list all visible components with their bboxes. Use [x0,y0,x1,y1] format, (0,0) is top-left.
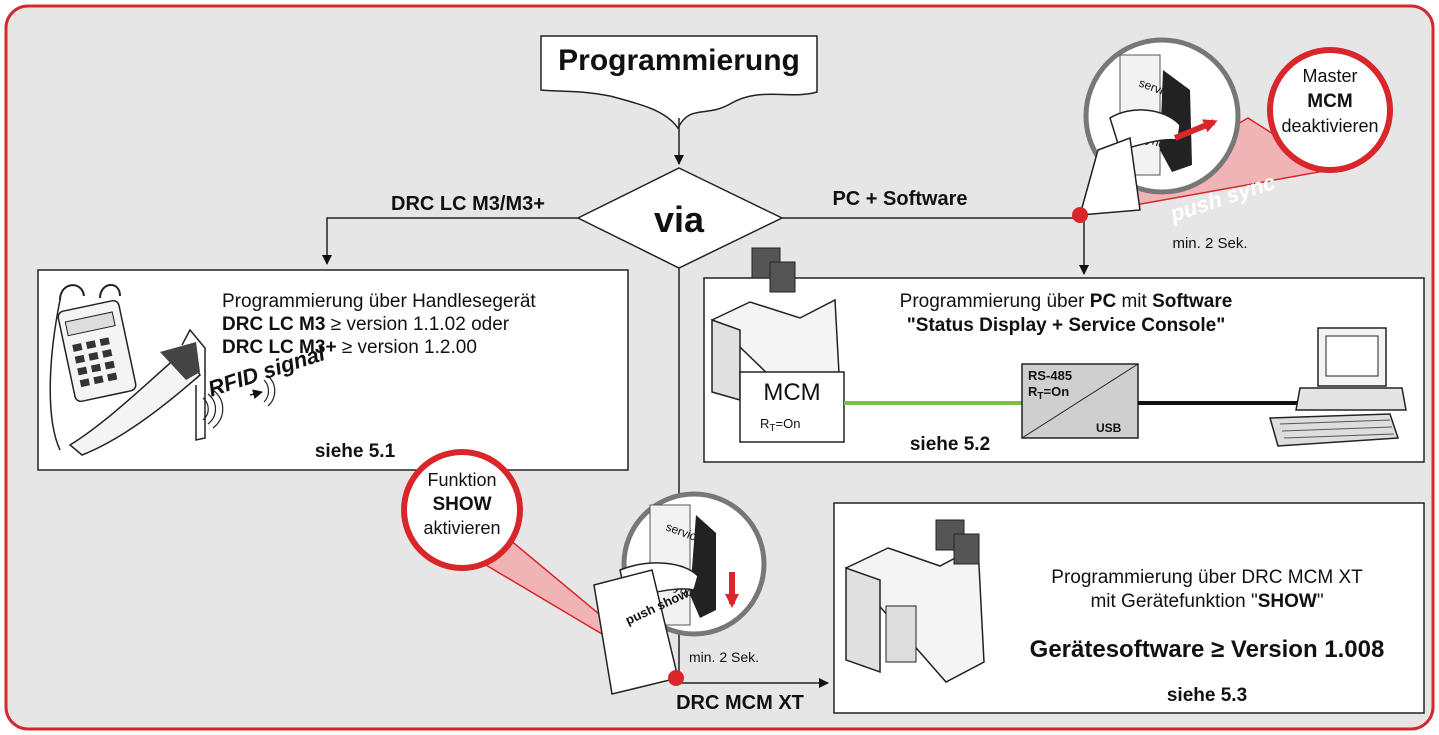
svg-text:SHOW: SHOW [432,494,491,515]
push-show-hold-time: min. 2 Sek. [689,649,759,665]
title-text: Programmierung [558,44,800,77]
handheld-reader-icon [49,284,276,456]
push-sync-group: service sync push sync Master MCM deakti… [1072,37,1393,252]
pc-line-2: "Status Display + Service Console" [907,315,1225,336]
show-line-2: mit Gerätefunktion "SHOW" [1090,591,1323,612]
mcm-label: MCM [763,379,820,406]
box-handheld: RFID signal Programmierung über Handlese… [37,269,629,471]
svg-text:deaktivieren: deaktivieren [1281,116,1378,136]
handheld-ref: siehe 5.1 [315,441,396,462]
svg-text:USB: USB [1096,421,1122,435]
mcm-xt-device-icon [844,519,985,683]
handheld-line-1: Programmierung über Handlesegerät [222,291,536,312]
svg-text:RT=On: RT=On [1028,384,1069,402]
branch-right-label: PC + Software [832,188,967,210]
arrow-right-icon [1173,119,1218,141]
branch-bottom-label: DRC MCM XT [676,692,804,714]
svg-text:aktivieren: aktivieren [423,518,500,538]
push-show-info-circle [401,449,523,571]
pc-ref: siehe 5.2 [910,434,990,455]
show-line-1: Programmierung über DRC MCM XT [1051,567,1363,588]
pc-line-1: Programmierung über PC mit Software [900,291,1233,312]
push-sync-dot [1072,207,1088,223]
push-show-dot [668,670,684,686]
push-sync-info-circle [1267,47,1393,173]
title-shape: Programmierung [540,35,818,130]
handheld-line-3: DRC LC M3+ ≥ version 1.2.00 [222,337,477,358]
mcm-device-icon [710,247,845,443]
decision-diamond: via [576,167,784,269]
show-ref: siehe 5.3 [1167,685,1247,706]
handheld-line-2: DRC LC M3 ≥ version 1.1.02 oder [222,314,510,335]
branch-left-label: DRC LC M3/M3+ [391,193,545,215]
svg-text:Master: Master [1302,66,1357,86]
box-pc: MCM RT=On RS-485 RT=On USB Programmierun… [703,247,1425,463]
box-show: Programmierung über DRC MCM XT mit Gerät… [833,502,1425,714]
svg-text:Funktion: Funktion [427,470,496,490]
mcm-rt: RT=On [760,416,800,434]
svg-text:MCM: MCM [1307,91,1352,112]
show-line-3: Gerätesoftware ≥ Version 1.008 [1030,636,1385,663]
push-show-group: service sync push show Funktion SHOW akt… [401,449,767,695]
pc-icon [1269,327,1407,447]
connector-left [322,217,578,265]
svg-text:RS-485: RS-485 [1028,368,1072,383]
push-sync-hold-time: min. 2 Sek. [1172,235,1247,252]
decision-text: via [654,199,705,240]
rs485-usb-converter: RS-485 RT=On USB [1021,363,1139,439]
